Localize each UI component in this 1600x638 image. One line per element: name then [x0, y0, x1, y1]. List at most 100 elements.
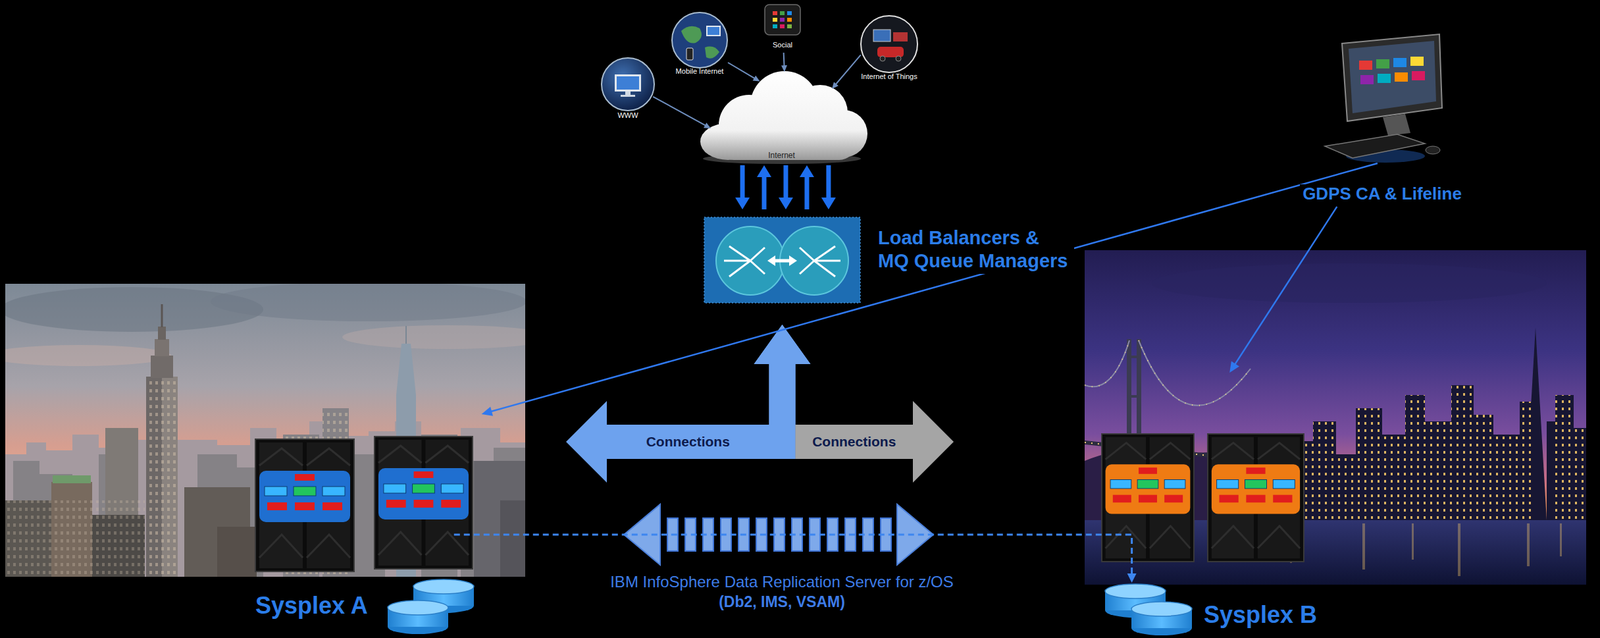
new-york-photo	[146, 376, 178, 577]
connector	[566, 324, 811, 483]
console-computer	[1359, 60, 1373, 70]
console-computer	[1394, 72, 1408, 82]
social-icon	[779, 17, 785, 22]
node-label: GDPS CA & Lifeline	[1299, 184, 1465, 205]
mobile-globe-icon	[671, 12, 728, 68]
new-york-photo	[217, 526, 257, 577]
new-york-photo	[405, 325, 407, 344]
san-francisco-photo	[1451, 385, 1474, 520]
connector-line	[783, 165, 788, 201]
san-francisco-photo	[1126, 394, 1142, 398]
mobile-globe-icon	[671, 12, 728, 68]
www-globe-icon	[620, 94, 636, 97]
arrowhead	[735, 197, 750, 210]
arrowhead	[821, 197, 836, 210]
console-computer	[1348, 40, 1437, 114]
iot-icon	[860, 15, 918, 73]
arrowhead	[756, 165, 772, 178]
internet-cloud: Internet	[691, 69, 873, 164]
iot-icon	[895, 55, 902, 62]
new-york-photo	[5, 344, 172, 366]
san-francisco-photo	[1457, 523, 1461, 576]
social-node: Social	[755, 3, 810, 51]
cloud-shape	[700, 71, 868, 160]
san-francisco-photo	[1546, 421, 1556, 520]
load-balancer-graphic	[704, 217, 861, 303]
cloud-shape	[700, 71, 868, 164]
connector	[652, 96, 711, 129]
social-icon	[787, 11, 792, 16]
san-francisco-photo	[1405, 394, 1425, 520]
connector-label: Connections	[812, 433, 896, 450]
disk-storage	[1131, 601, 1192, 636]
console-computer	[1360, 75, 1374, 85]
www-globe-icon	[601, 57, 655, 111]
connection-arrow	[566, 400, 796, 483]
connector-line	[762, 174, 767, 210]
replication-sources: (Db2, IMS, VSAM)	[718, 593, 846, 612]
san-francisco-photo	[1290, 523, 1562, 576]
connector-line	[825, 165, 831, 201]
server-rack	[255, 438, 355, 572]
arrowhead	[1127, 573, 1137, 583]
node-label: Mobile Internet	[675, 67, 724, 76]
connector	[481, 163, 1378, 416]
node-label: Sysplex A	[255, 591, 368, 619]
san-francisco-photo	[1493, 434, 1520, 520]
connector	[754, 324, 955, 483]
www-globe-icon	[616, 76, 640, 90]
console-computer	[1410, 56, 1424, 66]
social-icon	[787, 24, 792, 29]
arrowhead	[703, 122, 711, 129]
console-computer	[1376, 59, 1390, 69]
san-francisco-photo	[1519, 401, 1536, 520]
replication-caption: IBM InfoSphere Data Replication Server f…	[610, 572, 954, 592]
node-label: Sysplex B	[1203, 600, 1317, 628]
new-york-photo	[157, 326, 166, 340]
console-computer	[1393, 57, 1407, 68]
social-icon	[787, 17, 792, 22]
load-balancer: Load Balancers & MQ Queue Managers	[704, 217, 861, 303]
replication-line	[454, 534, 1133, 575]
cloud-shape	[717, 127, 856, 160]
new-york-photo	[210, 283, 526, 322]
social-icon	[779, 11, 785, 16]
connector-line	[740, 165, 746, 201]
www-globe-icon	[625, 91, 631, 95]
san-francisco-photo	[1382, 434, 1406, 520]
node-label: WWW	[617, 111, 638, 120]
gdps-console: GDPS CA & Lifeline	[1319, 34, 1445, 164]
new-york-photo	[150, 355, 174, 378]
www-globe-icon	[601, 57, 655, 111]
new-york-photo	[500, 500, 526, 577]
san-francisco-photo	[1126, 355, 1142, 359]
new-york-photo	[52, 475, 91, 484]
san-francisco-photo	[1424, 421, 1452, 520]
load-balancer-graphic	[723, 246, 841, 277]
connector-line	[652, 96, 707, 126]
social-icon	[764, 4, 801, 35]
san-francisco-photo	[1573, 427, 1587, 520]
iot-icon	[873, 29, 891, 42]
server-rack	[374, 436, 473, 569]
console-computer	[1377, 73, 1391, 83]
server-rack	[1101, 433, 1194, 562]
new-york-photo	[161, 304, 164, 328]
san-francisco-photo	[1411, 523, 1414, 560]
arrowhead	[481, 406, 493, 416]
arrowhead	[799, 165, 815, 178]
load-balancer-graphic	[772, 259, 792, 263]
san-francisco-photo	[1084, 250, 1587, 585]
connector	[1229, 206, 1337, 373]
san-francisco-photo	[1451, 385, 1474, 520]
console-computer	[1382, 113, 1411, 136]
arrowhead	[752, 75, 761, 82]
arrowhead	[778, 197, 794, 210]
mobile-internet-node: Mobile Internet	[666, 11, 733, 78]
social-icon	[772, 11, 778, 16]
san-francisco-photo	[1336, 454, 1356, 520]
san-francisco-photo	[1473, 414, 1494, 520]
san-francisco-photo	[1136, 338, 1142, 445]
new-york-photo	[154, 338, 170, 357]
